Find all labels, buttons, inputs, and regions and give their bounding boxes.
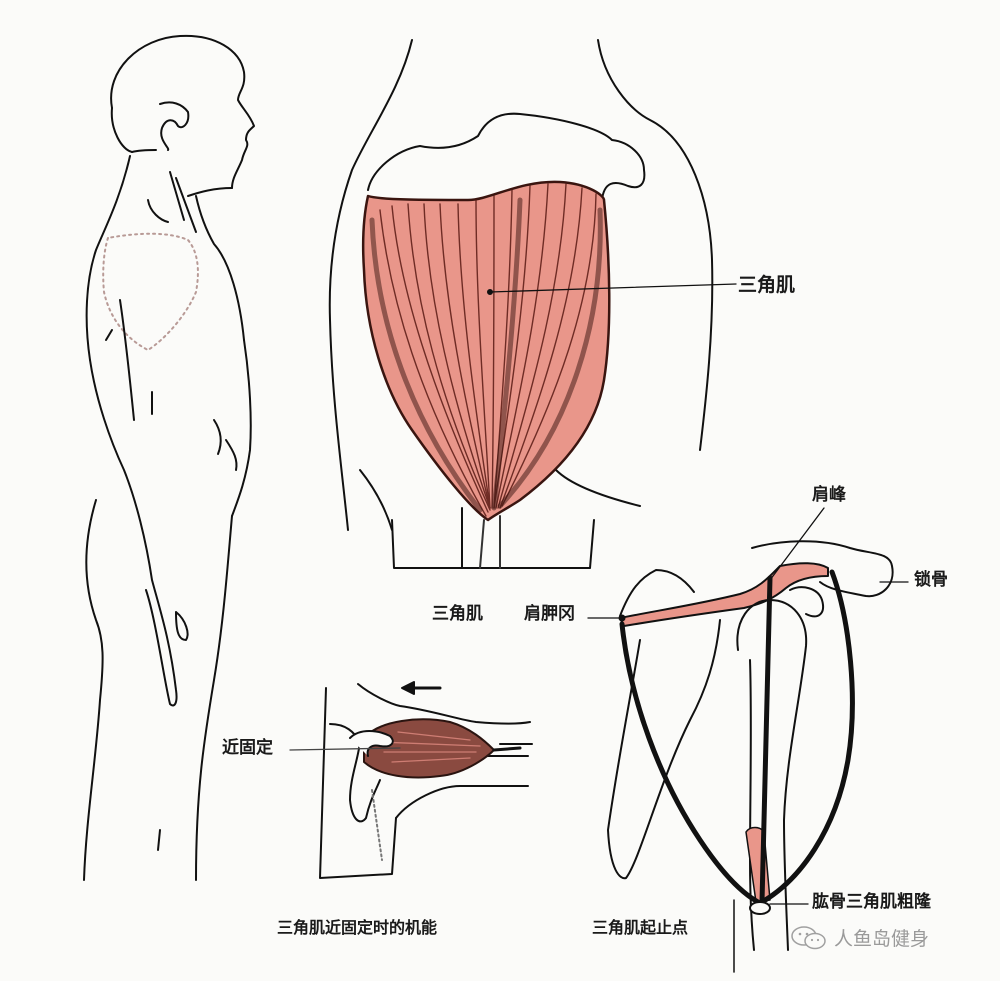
wechat-icon [791, 925, 826, 949]
watermark-text: 人鱼岛健身 [834, 928, 930, 950]
label-acromion: 肩峰 [812, 485, 846, 505]
label-deltoid-secondary: 三角肌 [432, 604, 483, 624]
label-scapular-spine: 肩胛冈 [524, 604, 575, 624]
deltoid-closeup [328, 39, 737, 569]
proximal-fixation-diagram [289, 681, 533, 879]
label-deltoid-tuberosity: 肱骨三角肌粗隆 [812, 892, 931, 912]
caption-origin-insertion: 三角肌起止点 [592, 918, 689, 937]
caption-function: 三角肌近固定时的机能 [277, 918, 438, 937]
origin-insertion-diagram [587, 507, 909, 973]
label-clavicle: 锁骨 [914, 570, 948, 590]
label-proximal-fixation: 近固定 [222, 738, 273, 758]
watermark: 人鱼岛健身 [790, 924, 929, 951]
human-figure-profile [83, 34, 255, 881]
label-deltoid: 三角肌 [738, 274, 796, 296]
